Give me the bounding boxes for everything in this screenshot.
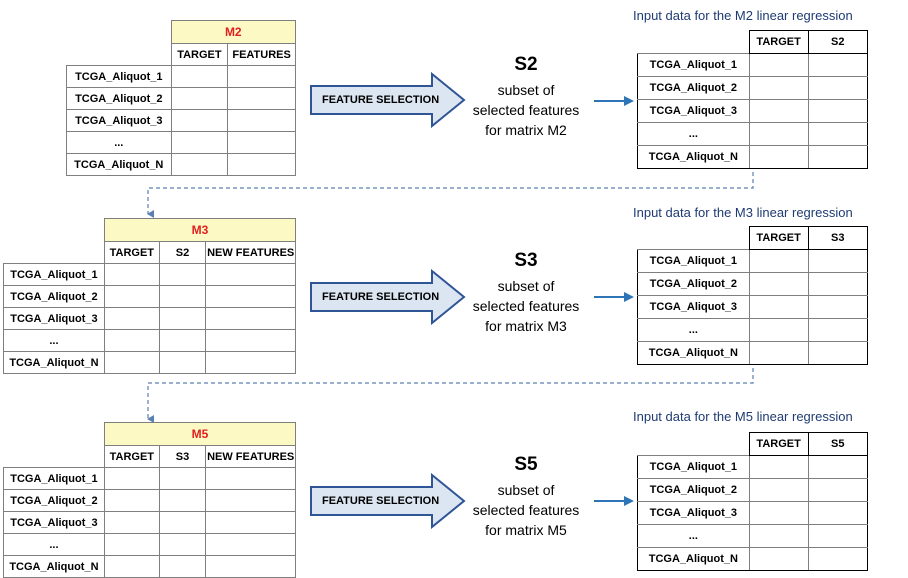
stage-m5: M5 TARGET S3 NEW FEATURES TCGA_Aliquot_1… xyxy=(0,402,908,578)
row-label: TCGA_Aliquot_3 xyxy=(3,307,105,330)
row-label: TCGA_Aliquot_N xyxy=(3,555,105,578)
regression-caption: Input data for the M5 linear regression xyxy=(633,409,853,424)
column-header: S2 xyxy=(158,241,207,264)
matrix-title: M3 xyxy=(103,218,297,242)
stage-m3: M3 TARGET S2 NEW FEATURES TCGA_Aliquot_1… xyxy=(0,198,908,388)
column-header: TARGET xyxy=(748,226,809,250)
subset-description: S5 subset of selected features for matri… xyxy=(456,454,596,540)
subset-name: S3 xyxy=(514,250,538,271)
row-label: TCGA_Aliquot_1 xyxy=(637,455,750,479)
matrix-title: M5 xyxy=(103,422,297,446)
result-matrix-m5: TARGET S5 TCGA_Aliquot_1 TCGA_Aliquot_2 … xyxy=(637,432,869,571)
stage-m2: M2 TARGET FEATURES TCGA_Aliquot_1 TCGA_A… xyxy=(0,0,908,190)
link-arrow xyxy=(594,292,634,302)
row-label: TCGA_Aliquot_N xyxy=(637,145,750,169)
row-label: TCGA_Aliquot_2 xyxy=(637,478,750,502)
column-header: TARGET xyxy=(748,432,809,456)
matrix-m3: M3 TARGET S2 NEW FEATURES TCGA_Aliquot_1… xyxy=(3,218,297,374)
link-arrow xyxy=(594,496,634,506)
row-label: TCGA_Aliquot_2 xyxy=(3,489,105,512)
row-label: TCGA_Aliquot_N xyxy=(66,153,172,176)
row-label: TCGA_Aliquot_2 xyxy=(637,76,750,100)
row-label: TCGA_Aliquot_2 xyxy=(637,272,750,296)
result-matrix-m2: TARGET S2 TCGA_Aliquot_1 TCGA_Aliquot_2 … xyxy=(637,30,869,169)
subset-name: S2 xyxy=(514,54,538,75)
link-arrow xyxy=(594,96,634,106)
regression-caption: Input data for the M2 linear regression xyxy=(633,8,853,23)
regression-caption: Input data for the M3 linear regression xyxy=(633,205,853,220)
row-label: TCGA_Aliquot_N xyxy=(3,351,105,374)
row-label: TCGA_Aliquot_1 xyxy=(3,467,105,490)
row-label: TCGA_Aliquot_2 xyxy=(66,87,172,110)
connector-s2-to-m3 xyxy=(147,172,754,218)
row-label: TCGA_Aliquot_2 xyxy=(3,285,105,308)
matrix-m2: M2 TARGET FEATURES TCGA_Aliquot_1 TCGA_A… xyxy=(66,20,297,176)
feature-selection-label: FEATURE SELECTION xyxy=(322,94,440,106)
subset-name: S5 xyxy=(514,454,538,475)
row-label: TCGA_Aliquot_3 xyxy=(637,99,750,123)
feature-selection-label: FEATURE SELECTION xyxy=(322,291,440,303)
feature-selection-arrow xyxy=(310,72,466,128)
subset-description: S3 subset of selected features for matri… xyxy=(456,250,596,336)
row-label: TCGA_Aliquot_1 xyxy=(637,53,750,77)
feature-selection-label: FEATURE SELECTION xyxy=(322,495,440,507)
subset-description: S2 subset of selected features for matri… xyxy=(456,54,596,140)
row-label: TCGA_Aliquot_1 xyxy=(637,249,750,273)
matrix-m5: M5 TARGET S3 NEW FEATURES TCGA_Aliquot_1… xyxy=(3,422,297,578)
feature-selection-arrow xyxy=(310,269,466,325)
column-header: S5 xyxy=(807,432,869,456)
row-label: TCGA_Aliquot_N xyxy=(637,547,750,571)
result-matrix-m3: TARGET S3 TCGA_Aliquot_1 TCGA_Aliquot_2 … xyxy=(637,226,869,365)
connector-s3-to-m5 xyxy=(147,368,754,423)
matrix-title: M2 xyxy=(170,20,297,44)
row-label: TCGA_Aliquot_1 xyxy=(66,65,172,88)
feature-selection-arrow xyxy=(310,473,466,529)
column-header: NEW FEATURES xyxy=(205,445,296,468)
row-label: ... xyxy=(637,318,750,342)
row-label: TCGA_Aliquot_N xyxy=(637,341,750,365)
column-header: TARGET xyxy=(103,445,160,468)
